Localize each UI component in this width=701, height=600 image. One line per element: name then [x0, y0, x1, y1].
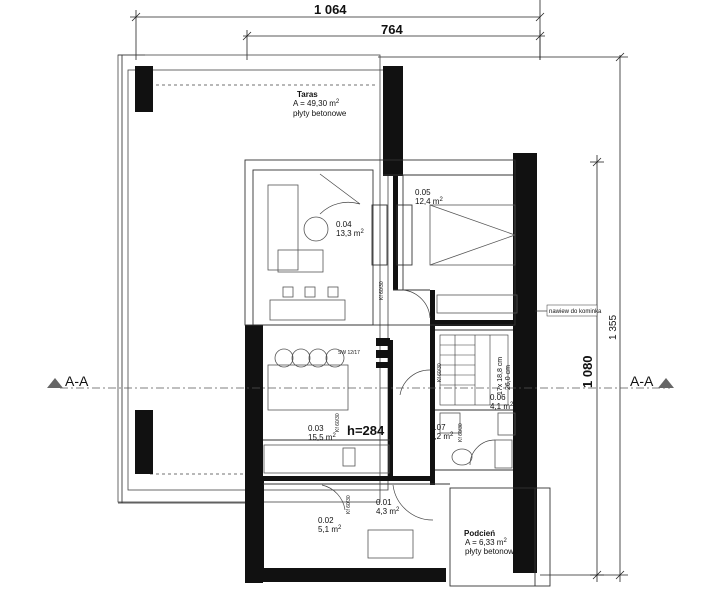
room-06-number: 0.06 [490, 393, 506, 402]
sofa-back [267, 184, 299, 271]
taras-finish: płyty betonowe [293, 109, 347, 118]
room-06-area: 4,1 m2 [490, 402, 514, 411]
tag-c: Kf 60/30 [458, 423, 464, 442]
dimension-lines [118, 0, 628, 582]
podcien-area: A = 6,33 m2 [465, 538, 507, 547]
room-02-area: 5,1 m2 [318, 525, 342, 534]
taras-area: A = 49,30 m2 [293, 99, 340, 108]
section-right-arrow [658, 378, 674, 388]
walls [135, 66, 537, 583]
room-02-number: 0.02 [318, 516, 334, 525]
chimney-note-box [546, 304, 598, 317]
chimney [376, 338, 390, 368]
room-01-number: 0.01 [376, 498, 392, 507]
stairs-rise: 17x 18,8 cm [497, 357, 504, 395]
room-03-number: 0.03 [308, 424, 324, 433]
chimney-note: nawiew do kominka [549, 309, 602, 315]
podcien-finish: płyty betonowe [465, 547, 519, 556]
section-left-arrow [47, 378, 63, 388]
podcien-name: Podcień [464, 529, 495, 538]
furniture [263, 184, 518, 559]
sw-note: SW 12/17 [338, 350, 360, 356]
staircase [439, 334, 509, 406]
room-05-area: 12,4 m2 [415, 197, 443, 206]
sofa-seat [277, 249, 324, 273]
door-swings [319, 173, 496, 521]
room-01-area: 4,3 m2 [376, 507, 400, 516]
kitchen-island [267, 364, 349, 411]
room-03-area: 15,5 m2 [308, 433, 336, 442]
ceiling-height: h=284 [347, 423, 385, 438]
coffee-table [303, 216, 329, 242]
room-07-number: 0.07 [430, 423, 446, 432]
room-07-area: 3,2 m2 [430, 432, 454, 441]
dim-top-total: 1 064 [314, 2, 347, 17]
room-05-number: 0.05 [415, 188, 431, 197]
tag-d: Kf 60/30 [346, 495, 352, 514]
tag-a: Kf 60/30 [379, 281, 385, 300]
dim-right-partial: 1 080 [580, 355, 595, 388]
room-04-area: 13,3 m2 [336, 229, 364, 238]
section-left-label: A-A [65, 373, 89, 389]
wardrobe [436, 294, 518, 314]
bench [367, 529, 414, 559]
tag-e: Kf 60/30 [437, 363, 443, 382]
dining-table [269, 299, 346, 321]
section-right-label: A-A [630, 373, 654, 389]
bed [429, 204, 516, 266]
dim-right-total: 1 355 [608, 315, 619, 340]
dim-top-partial: 764 [381, 22, 403, 37]
taras-name: Taras [297, 90, 318, 99]
stairs-tread: 26,0 cm [505, 365, 512, 390]
tag-b: Kf 60/30 [335, 413, 341, 432]
room-04-number: 0.04 [336, 220, 352, 229]
interior-lines [244, 159, 551, 587]
